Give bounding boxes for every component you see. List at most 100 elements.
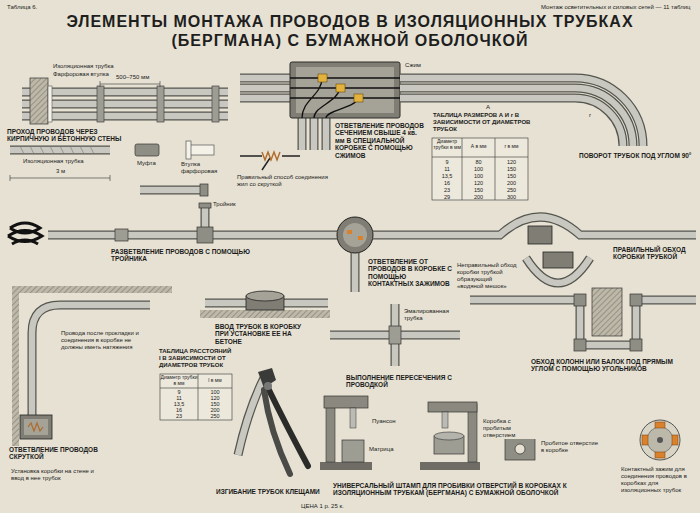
table-cell: 250 (198, 413, 232, 419)
table-cell: 11 (432, 166, 462, 172)
distance-table-frame-part (160, 374, 232, 420)
punch-stamp-part (442, 412, 448, 428)
box-on-concrete-part (246, 291, 284, 301)
junction-box-part (310, 116, 319, 150)
wall-corner-part (28, 423, 43, 431)
part-label: Сжим (404, 62, 422, 69)
part-label: ЦЕНА 1 р. 25 к. (300, 503, 345, 510)
junction-box-part (296, 67, 394, 113)
box-on-concrete-part (205, 300, 246, 307)
junction-box-part (336, 84, 345, 92)
punch-stamp-part (434, 432, 464, 440)
table-cell: 150 (462, 187, 495, 193)
contact-clamp-part (655, 422, 665, 428)
part-label: Изоляционная трубка (22, 158, 85, 165)
junction-box-part (240, 85, 290, 92)
part-label: Таблица 6. (6, 4, 38, 11)
table-cell: Диаметр трубки в мм (432, 139, 462, 151)
wall-passage-part (22, 88, 228, 97)
part-label: Установка коробки на стене и ввод в нее … (10, 468, 95, 482)
box-on-concrete-part (205, 299, 246, 308)
distance-table-frame (160, 374, 232, 420)
part-label: Втулка фарфоровая (180, 161, 230, 175)
table-cell: 120 (495, 159, 528, 165)
junction-box-part (354, 94, 363, 102)
wall-passage-part (30, 78, 48, 124)
part-label: Тройник (212, 201, 237, 208)
wall-passage-part (22, 113, 228, 120)
round-box-part (351, 253, 360, 292)
wall-passage (22, 78, 228, 124)
crossing-part (389, 326, 401, 344)
part-label: Пуансон (371, 418, 397, 425)
junction-box-part (240, 74, 290, 83)
contact-clamp (640, 420, 680, 460)
section-caption: ПРОХОД ПРОВОДОВ ЧЕРЕЗ КИРПИЧНУЮ И БЕТОНН… (6, 128, 136, 143)
section-caption: ОТВЕТВЛЕНИЕ ПРОВОДОВ СЕЧЕНИЕМ СВЫШЕ 4 кв… (334, 122, 428, 159)
bending-pliers-part (238, 378, 264, 455)
section-caption: ТАБЛИЦА РАЗМЕРОВ А И r В ЗАВИСИМОСТИ ОТ … (432, 112, 532, 133)
wall-corner (12, 286, 172, 446)
contact-clamp-part (672, 435, 678, 445)
wall-passage-part (48, 86, 52, 122)
table-cell: 200 (495, 180, 528, 186)
tube-parts-part (200, 184, 208, 196)
part-label: Контактный зажим для соединения проводов… (620, 466, 696, 494)
table-cell: 16 (432, 180, 462, 186)
wall-corner-part (32, 305, 150, 415)
punch-stamp-part (350, 408, 356, 428)
tube-parts-part (110, 175, 111, 181)
wall-passage-part (22, 100, 228, 109)
junction-box-part (298, 116, 307, 150)
column-bypass-part (574, 339, 586, 351)
wall-corner-part (20, 415, 52, 439)
wall-passage-part (22, 89, 228, 96)
table-cell: 100 (198, 389, 232, 395)
junction-box-part (299, 116, 306, 150)
junction-box-part (322, 116, 331, 150)
round-box-part (337, 217, 373, 253)
part-label: Изоляционная трубка (52, 63, 115, 70)
tee-branch-part (115, 229, 128, 241)
tube-bend-part (400, 78, 643, 146)
tube-bend-part (400, 88, 633, 146)
part-label: Провода после прокладки и соединения в к… (60, 330, 145, 351)
tee-branch-part (199, 203, 211, 208)
round-box-part (347, 230, 352, 234)
table-cell: 23 (432, 187, 462, 193)
junction-box-part (311, 116, 318, 150)
wall-corner-part (24, 419, 48, 435)
column-bypass-part (574, 294, 586, 306)
part-label: 500–750 мм (115, 74, 150, 81)
table-cell: 250 (495, 187, 528, 193)
table-cell: 9 (160, 389, 198, 395)
punch-stamp-part (515, 444, 525, 454)
junction-box-part (323, 116, 330, 150)
table-cell: 120 (198, 395, 232, 401)
tube-parts-part (20, 146, 94, 154)
part-label: Фарфоровая втулка (52, 71, 110, 78)
contact-clamp-part (640, 420, 680, 460)
punch-stamp-part (468, 404, 477, 462)
column-bypass (470, 288, 696, 351)
punch-stamp-part (320, 462, 372, 470)
part-label: Эмалированная трубка (403, 308, 463, 322)
part-label: r (588, 112, 592, 119)
section-caption: ОТВЕТВЛЕНИЕ ОТ ПРОВОДОВ В КОРОБКЕ С ПОМО… (367, 258, 453, 288)
column-bypass-part (470, 300, 696, 345)
size-table-frame-part (462, 138, 463, 200)
table-cell: 80 (462, 159, 495, 165)
distance-table-frame-part (198, 374, 199, 420)
junction-box-part (240, 94, 290, 103)
junction-box-part (290, 62, 400, 118)
column-bypass-part (592, 288, 622, 336)
part-label: 3 м (55, 168, 66, 175)
table-cell: 9 (432, 159, 462, 165)
punch-stamp-part (342, 440, 364, 462)
part-label: Неправильный обход коробки трубкой образ… (456, 262, 518, 290)
table-cell: 200 (462, 194, 495, 200)
contact-clamp-part (657, 437, 663, 443)
wall-passage-part (160, 81, 161, 87)
